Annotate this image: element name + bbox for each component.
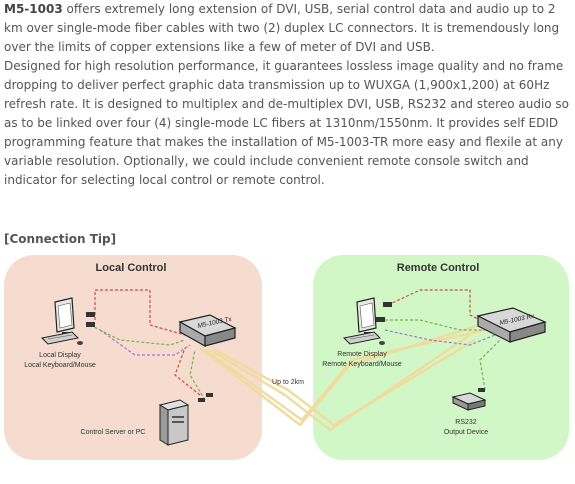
server-adapter-icon xyxy=(198,393,213,402)
remote-control-panel xyxy=(313,255,569,460)
local-control-title: Local Control xyxy=(96,262,167,274)
local-keyboard-label: Local Keyboard/Mouse xyxy=(24,362,96,369)
remote-cables xyxy=(380,289,501,391)
details-paragraph: Designed for high resolution performance… xyxy=(4,59,570,187)
remote-keyboard-icon xyxy=(342,331,382,345)
rx-device-icon: M5-1003 Rx xyxy=(476,307,547,343)
rs232-device-icon xyxy=(451,388,487,411)
rs232-label: RS232 xyxy=(455,419,477,426)
local-adapter-icon xyxy=(86,312,95,327)
remote-display-label: Remote Display xyxy=(337,351,387,358)
connection-diagram: Local Control Remote Control xyxy=(4,255,569,460)
control-server-icon xyxy=(158,399,190,446)
remote-mouse-icon xyxy=(379,341,385,345)
intro-paragraph: M5-1003 offers extremely long extension … xyxy=(4,0,572,57)
tx-device-icon: M5-1003 Tx xyxy=(178,314,237,348)
local-display-label: Local Display xyxy=(39,352,81,359)
intro-text: offers extremely long extension of DVI, … xyxy=(4,2,560,54)
connection-tip-heading: [Connection Tip] xyxy=(4,232,117,246)
remote-control-title: Remote Control xyxy=(397,262,480,274)
remote-monitor-icon xyxy=(356,297,377,336)
local-monitor-icon xyxy=(54,297,75,336)
remote-keyboard-label: Remote Keyboard/Mouse xyxy=(322,361,401,368)
remote-adapter-icon xyxy=(376,302,392,322)
fiber-lines xyxy=(199,323,486,432)
distance-label: Up to 2km xyxy=(272,379,304,386)
local-cables xyxy=(89,289,206,401)
control-server-label: Control Server or PC xyxy=(81,429,146,436)
rs232-output-label: Output Device xyxy=(444,429,488,436)
local-keyboard-icon xyxy=(40,331,80,345)
local-mouse-icon xyxy=(77,341,83,345)
product-name: M5-1003 xyxy=(4,2,63,16)
